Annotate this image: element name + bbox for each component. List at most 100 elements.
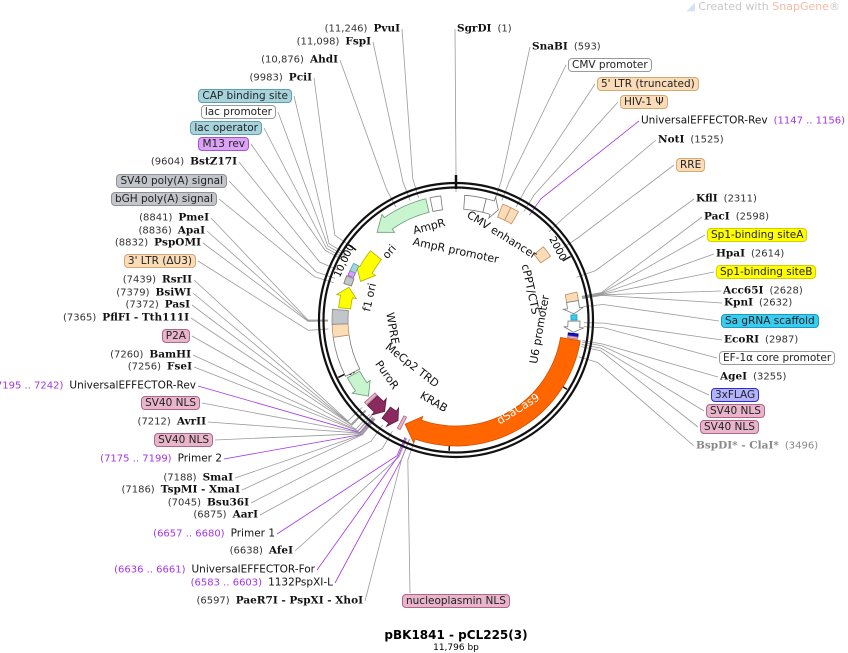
enzyme-site-label[interactable]: (7379)BsiWI (116, 287, 191, 299)
f1-ori-feature[interactable] (335, 286, 358, 310)
primer-label[interactable]: UniversalEFFECTOR-Rev(1147 .. 1156) (641, 115, 846, 127)
enzyme-site-label[interactable]: SnaBI(593) (532, 41, 601, 53)
cmv-promoter-feature[interactable] (482, 195, 499, 220)
feature-label[interactable]: M13 rev (198, 137, 249, 151)
primer-label[interactable]: (6583 .. 6603)1132PspXI-L (191, 577, 333, 589)
feature-label[interactable]: Sp1-binding siteB (716, 265, 817, 279)
enzyme-site-label[interactable]: BspDI* - ClaI*(3496) (696, 439, 818, 452)
site-name: PacI (704, 210, 730, 223)
enzyme-site-label[interactable]: (6875)AarI (193, 509, 258, 521)
feature-label[interactable]: SV40 NLS (154, 433, 213, 447)
sa-grna-scaffold-feature[interactable] (570, 314, 578, 321)
feature-label[interactable]: CAP binding site (198, 89, 292, 103)
site-position: (2614) (750, 248, 785, 260)
wpre-feature[interactable] (332, 334, 361, 377)
site-name: BspDI* - ClaI* (696, 439, 779, 452)
lac-feature[interactable] (349, 262, 360, 274)
feature-label[interactable]: Sa gRNA scaffold (721, 314, 819, 328)
connector-line (407, 440, 415, 594)
plasmid-name: pBK1841 - pCL225(3) (384, 628, 528, 642)
ltr3-feature[interactable] (331, 323, 350, 338)
ori-feature[interactable] (355, 250, 382, 282)
ampr-feature[interactable] (376, 198, 430, 233)
enzyme-site-label[interactable]: EcoRI(2987) (724, 334, 798, 346)
feature-label[interactable]: EF-1α core promoter (719, 351, 836, 365)
feature-label[interactable]: HIV-1 Ψ (620, 95, 668, 109)
enzyme-site-label[interactable]: (7188)SmaI (163, 472, 233, 484)
feature-label[interactable]: CMV promoter (568, 58, 652, 72)
site-position: (7379) (116, 287, 150, 299)
connector-line (207, 417, 374, 434)
sv40-polya-feature[interactable] (331, 308, 349, 325)
enzyme-site-label[interactable]: (11,098)FspI (297, 36, 371, 48)
enzyme-site-label[interactable]: (9983)PciI (250, 72, 312, 84)
enzyme-site-label[interactable]: (7045)Bsu36I (168, 497, 249, 509)
enzyme-site-label[interactable]: (9604)BstZ17I (151, 156, 237, 168)
enzyme-site-label[interactable]: (7372)PasI (125, 298, 190, 311)
feature-name-label: AmpR promoter (412, 235, 501, 266)
feature-label[interactable]: lac operator (190, 121, 262, 135)
site-position: (7188) (163, 472, 197, 484)
primer-label[interactable]: (7195 .. 7242)UniversalEFFECTOR-Rev (0, 380, 196, 392)
primer-label[interactable]: (6636 .. 6661)UniversalEFFECTOR-For (114, 564, 315, 576)
primer-label[interactable]: (7175 .. 7199)Primer 2 (100, 453, 222, 465)
site-name: PasI (164, 298, 190, 311)
feature-label[interactable]: Sp1-binding siteA (707, 228, 808, 242)
primer-label[interactable]: (6657 .. 6680)Primer 1 (153, 528, 275, 540)
enzyme-site-label[interactable]: PacI(2598) (704, 210, 769, 223)
enzyme-site-label[interactable]: (7256)FseI (128, 361, 192, 373)
hiv-psi-feature[interactable] (504, 207, 520, 225)
enzyme-site-label[interactable]: (6597)PaeR7I - PspXI - XhoI (196, 594, 363, 607)
feature-label[interactable]: P2A (161, 329, 190, 343)
rre-feature[interactable] (533, 246, 552, 264)
feature-label[interactable]: SV40 NLS (141, 396, 200, 410)
feature-label[interactable]: SV40 NLS (706, 404, 765, 418)
enzyme-site-label[interactable]: (7365)PflFI - Tth111I (63, 312, 189, 324)
feature-label[interactable]: 3' LTR (ΔU3) (123, 254, 196, 268)
enzyme-site-label[interactable]: KflI(2311) (696, 193, 757, 205)
feature-label[interactable]: SV40 NLS (700, 420, 759, 434)
enzyme-site-label[interactable]: NotI(1525) (658, 134, 724, 146)
enzyme-site-label[interactable]: AgeI(3255) (720, 371, 786, 383)
feature-label[interactable]: bGH poly(A) signal (110, 192, 217, 206)
feature-label[interactable]: 3xFLAG (711, 388, 760, 402)
sv40-nls-feature[interactable] (567, 335, 579, 340)
site-position: (7186) (121, 484, 155, 496)
enzyme-site-label[interactable]: (8832)PspOMI (115, 237, 201, 249)
feature-label[interactable]: SV40 poly(A) signal (116, 174, 227, 188)
u6-promoter-feature[interactable] (561, 300, 584, 315)
nls-feature[interactable] (396, 415, 408, 431)
ef1a-promoter-feature[interactable] (563, 320, 584, 333)
mecp2-trd-feature[interactable] (366, 395, 387, 416)
enzyme-site-label[interactable]: KpnI(2632) (724, 296, 792, 309)
site-name: PaeR7I - PspXI - XhoI (235, 594, 363, 607)
site-position: (6657 .. 6680) (153, 528, 225, 540)
enzyme-site-label[interactable]: (7186)TspMI - XmaI (121, 484, 240, 496)
enzyme-site-label[interactable]: (6638)AfeI (230, 545, 293, 557)
feature-label[interactable]: lac promoter (200, 105, 276, 119)
feature-label[interactable]: 5' LTR (truncated) (597, 77, 699, 91)
site-name: KpnI (724, 296, 754, 309)
puror-feature[interactable] (346, 370, 371, 397)
connector-line (218, 198, 334, 283)
ampr-promoter-feature[interactable] (429, 195, 443, 212)
enzyme-site-label[interactable]: HpaI(2614) (716, 248, 785, 260)
feature-label[interactable]: nucleoplasmin NLS (402, 594, 510, 608)
enzyme-site-label[interactable]: (10,876)AhdI (261, 54, 338, 66)
dsacas9-feature[interactable] (404, 337, 581, 447)
connector-line (241, 418, 376, 491)
krab-feature[interactable] (381, 406, 400, 428)
enzyme-site-label[interactable]: (7260)BamHI (110, 349, 191, 361)
enzyme-site-label[interactable]: Acc65I(2628) (723, 285, 803, 297)
enzyme-site-label[interactable]: SgrDI(1) (457, 23, 512, 35)
enzyme-site-label[interactable]: (11,246)PvuI (325, 23, 400, 35)
bgh-polya-feature[interactable] (343, 275, 355, 287)
enzyme-site-label[interactable]: (8836)ApaI (139, 225, 205, 237)
p2a-feature[interactable] (364, 392, 378, 406)
enzyme-site-label[interactable]: (8841)PmeI (139, 212, 209, 224)
enzyme-site-label[interactable]: (7439)RsrII (123, 274, 192, 286)
enzyme-site-label[interactable]: (7212)AvrII (138, 416, 206, 428)
feature-label[interactable]: RRE (676, 158, 706, 172)
plasmid-size: 11,796 bp (433, 643, 479, 653)
site-position: (1147 .. 1156) (773, 115, 846, 127)
